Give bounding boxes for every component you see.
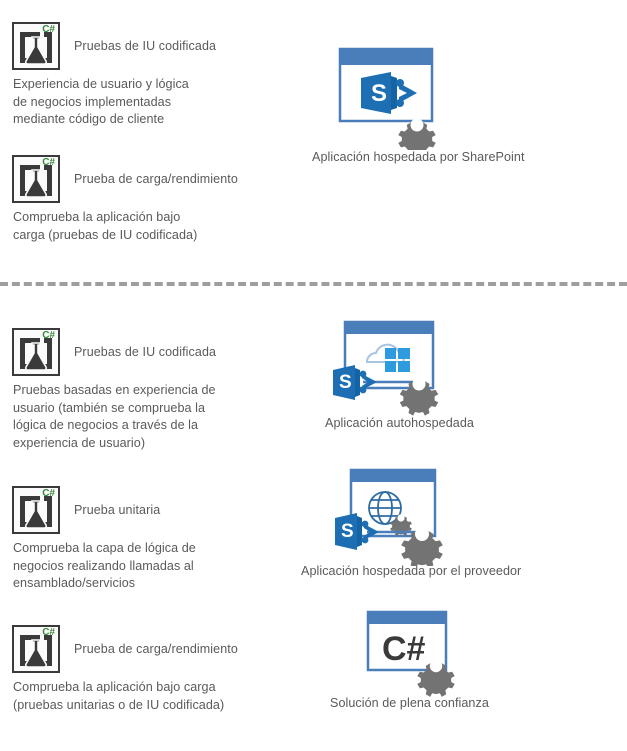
sharepoint-hosted-app-icon: S bbox=[333, 45, 448, 156]
load-performance-test-icon: C# bbox=[12, 625, 60, 673]
test-title: Prueba de carga/rendimiento bbox=[74, 172, 238, 186]
test-row-coded-ui-bottom: C# Pruebas de IU codificada bbox=[12, 328, 216, 376]
test-row-load-bottom: C# Prueba de carga/rendimiento bbox=[12, 625, 238, 673]
app-caption: Aplicación hospedada por el proveedor bbox=[301, 564, 522, 578]
app-caption: Aplicación hospedada por SharePoint bbox=[312, 150, 525, 164]
svg-text:S: S bbox=[341, 521, 354, 542]
app-caption: Aplicación autohospedada bbox=[325, 416, 474, 430]
test-description: Comprueba la aplicación bajo carga (prue… bbox=[13, 210, 198, 242]
app-block-provider-hosted: S Aplicación hospedada por el proveedor bbox=[301, 466, 521, 578]
svg-text:S: S bbox=[339, 372, 352, 393]
dashed-separator bbox=[0, 282, 627, 286]
app-block-autohosted: S Aplicación autohospedada bbox=[325, 318, 474, 430]
test-row-coded-ui-top: C# Pruebas de IU codificada bbox=[12, 22, 216, 70]
autohosted-app-icon: S bbox=[327, 318, 452, 423]
csharp-badge: C# bbox=[42, 627, 55, 638]
csharp-badge: C# bbox=[42, 488, 55, 499]
svg-text:S: S bbox=[371, 80, 387, 107]
test-description: Pruebas basadas en experiencia de usuari… bbox=[13, 383, 216, 450]
test-title: Pruebas de IU codificada bbox=[74, 345, 217, 359]
unit-test-icon: C# bbox=[12, 486, 60, 534]
app-block-sharepoint-hosted: S Aplicación hospedada por SharePoint bbox=[312, 45, 524, 164]
coded-ui-test-icon: C# bbox=[12, 328, 60, 376]
test-description: Comprueba la aplicación bajo carga (prue… bbox=[13, 680, 225, 712]
test-row-load-top: C# Prueba de carga/rendimiento bbox=[12, 155, 238, 203]
coded-ui-test-icon: C# bbox=[12, 22, 60, 70]
csharp-badge: C# bbox=[42, 157, 55, 168]
test-title: Pruebas de IU codificada bbox=[74, 39, 217, 53]
test-description: Comprueba la capa de lógica de negocios … bbox=[13, 541, 196, 590]
test-title: Prueba unitaria bbox=[74, 503, 161, 517]
app-block-full-trust: C# Solución de plena confianza bbox=[330, 608, 489, 710]
test-title: Prueba de carga/rendimiento bbox=[74, 642, 238, 656]
csharp-badge: C# bbox=[42, 330, 55, 341]
csharp-badge: C# bbox=[42, 24, 55, 35]
load-performance-test-icon: C# bbox=[12, 155, 60, 203]
test-row-unit-test: C# Prueba unitaria bbox=[12, 486, 160, 534]
app-caption: Solución de plena confianza bbox=[330, 696, 489, 710]
provider-hosted-app-icon: S bbox=[327, 466, 452, 571]
full-trust-solution-icon: C# bbox=[362, 608, 472, 703]
csharp-label: C# bbox=[382, 630, 426, 668]
test-description: Experiencia de usuario y lógica de negoc… bbox=[13, 77, 189, 126]
